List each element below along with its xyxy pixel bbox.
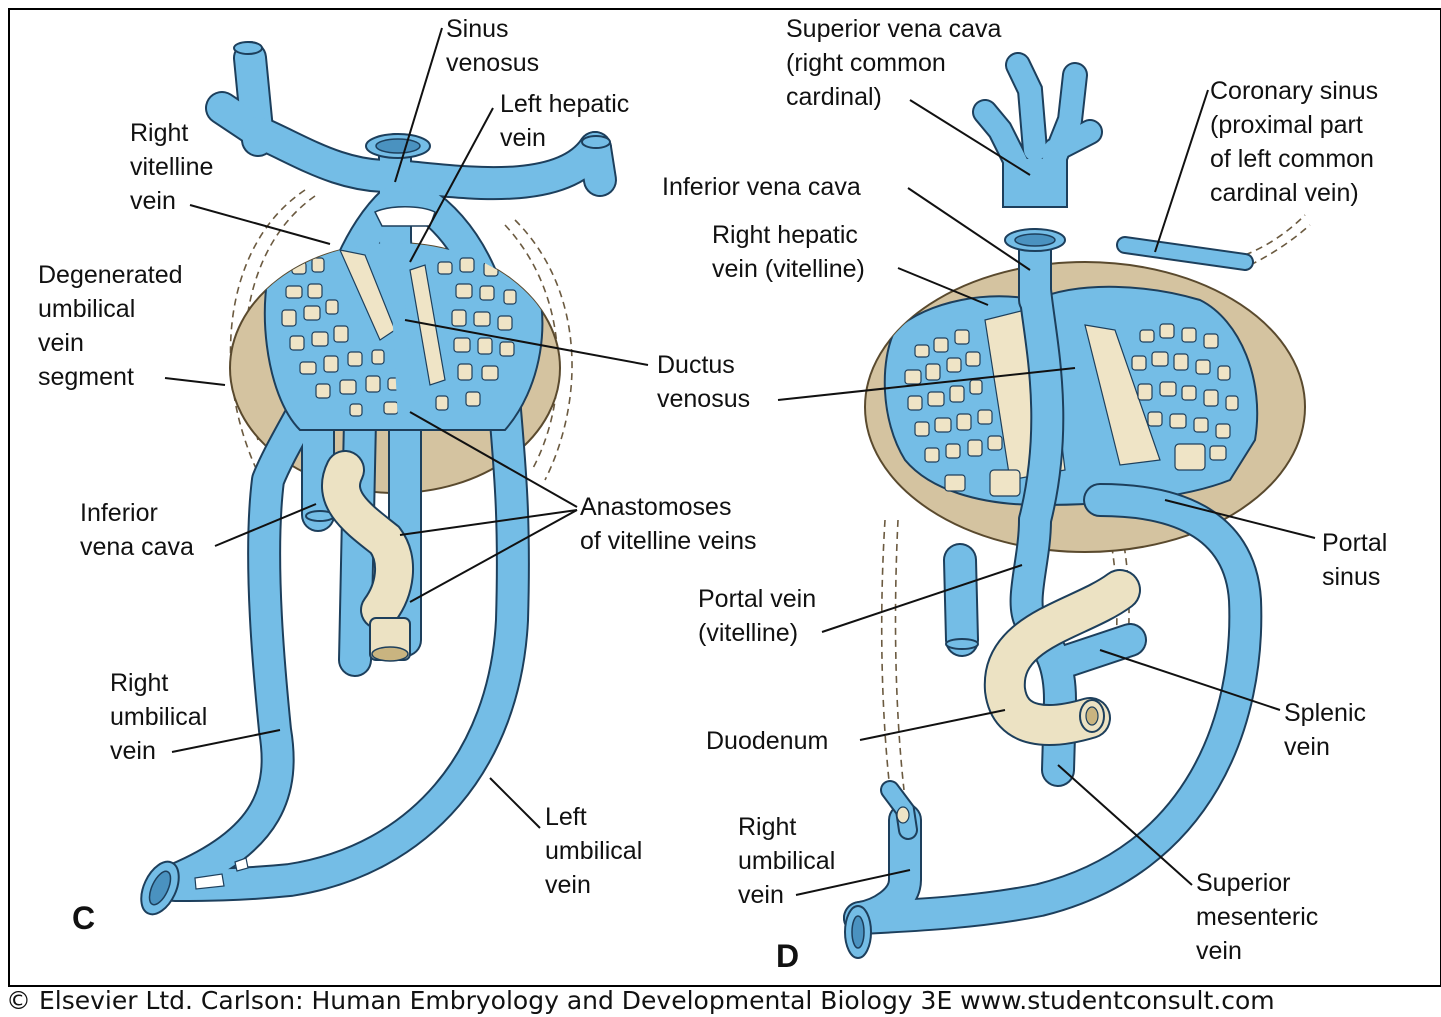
label-right-hepatic-vein: Right hepatic vein (vitelline)	[712, 218, 865, 286]
copyright-credit: © Elsevier Ltd. Carlson: Human Embryolog…	[6, 986, 1275, 1015]
panel-letter-d: D	[776, 938, 799, 975]
label-duodenum: Duodenum	[706, 724, 828, 758]
hepatic-sinusoids-d	[885, 287, 1257, 505]
label-coronary-sinus: Coronary sinus (proximal part of left co…	[1210, 74, 1378, 210]
label-right-umbilical-vein-c: Right umbilical vein	[110, 666, 207, 768]
label-left-umbilical-vein: Left umbilical vein	[545, 800, 642, 902]
label-anastomoses: Anastomoses of vitelline veins	[580, 490, 756, 558]
hepatic-sinusoids-c	[265, 224, 543, 430]
label-splenic-vein: Splenic vein	[1284, 696, 1366, 764]
coronary-sinus-stub	[1125, 245, 1245, 262]
panel-letter-c: C	[72, 900, 95, 937]
label-portal-sinus: Portal sinus	[1322, 526, 1387, 594]
label-superior-mesenteric-vein: Superior mesenteric vein	[1196, 866, 1318, 968]
label-sinus-venosus: Sinus venosus	[446, 12, 539, 80]
label-ductus-venosus: Ductus venosus	[657, 348, 750, 416]
label-superior-vena-cava: Superior vena cava (right common cardina…	[786, 12, 1001, 114]
label-degenerated-umbilical-vein-segment: Degenerated umbilical vein segment	[38, 258, 183, 394]
label-right-umbilical-vein-d: Right umbilical vein	[738, 810, 835, 912]
label-inferior-vena-cava-d: Inferior vena cava	[662, 170, 861, 204]
label-left-hepatic-vein: Left hepatic vein	[500, 87, 629, 155]
label-portal-vein: Portal vein (vitelline)	[698, 582, 816, 650]
label-inferior-vena-cava-c: Inferior vena cava	[80, 496, 194, 564]
label-right-vitelline-vein: Right vitelline vein	[130, 116, 213, 218]
